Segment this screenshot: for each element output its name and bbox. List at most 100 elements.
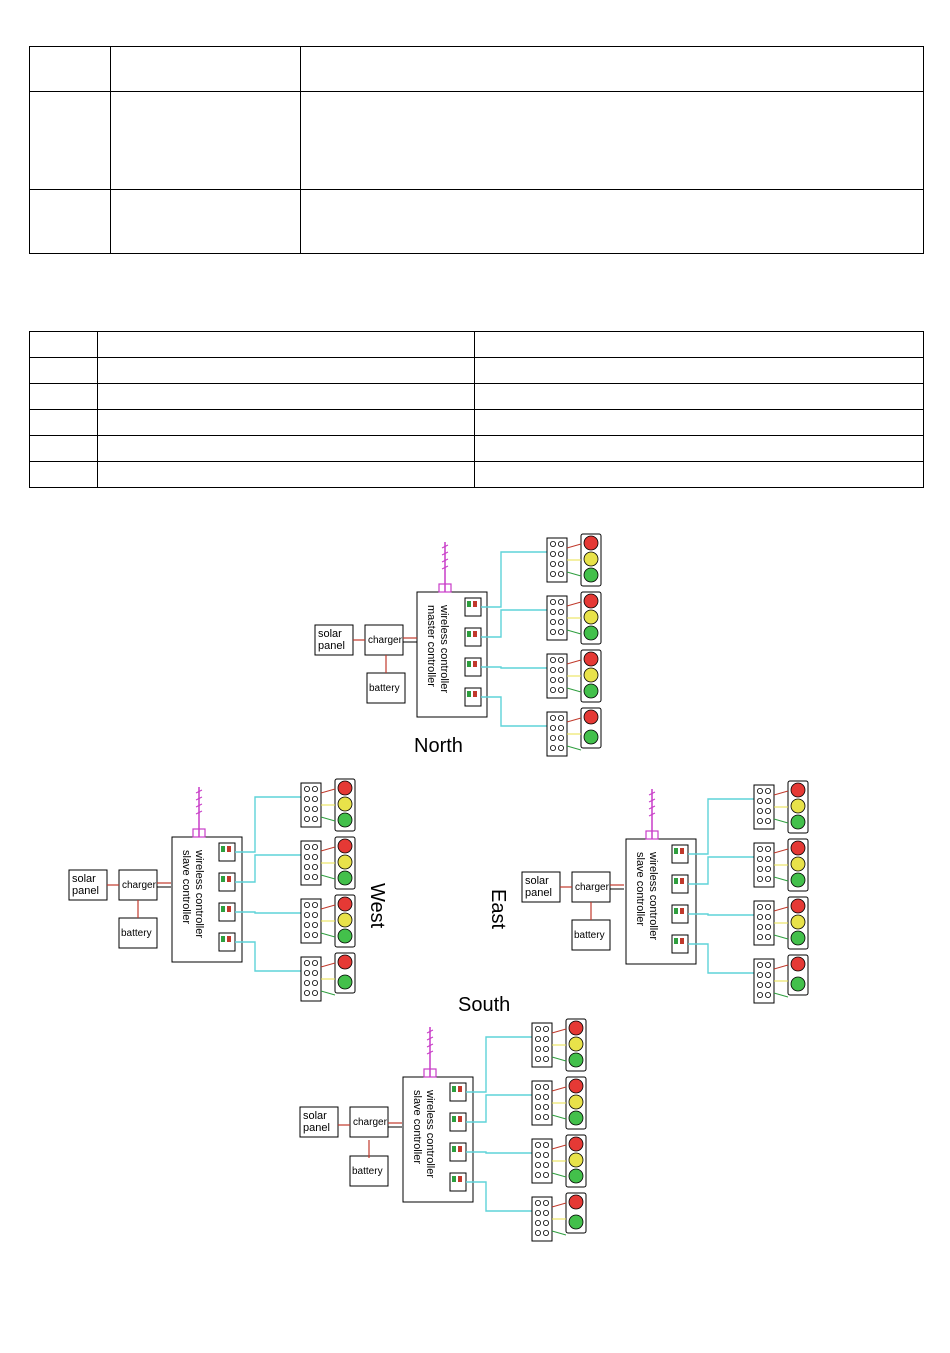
table-cell bbox=[300, 46, 924, 92]
output-port-terminal bbox=[467, 601, 471, 607]
terminal-screw bbox=[542, 1104, 549, 1111]
terminal-screw bbox=[756, 807, 763, 814]
terminal-screw bbox=[534, 1171, 541, 1178]
terminal-screw bbox=[756, 846, 763, 853]
terminal-screw bbox=[303, 979, 310, 986]
terminal-screw bbox=[756, 971, 763, 978]
table-cell bbox=[97, 461, 475, 488]
terminal-block bbox=[753, 958, 775, 1004]
signal-lamp bbox=[568, 1094, 584, 1110]
terminal-screw bbox=[542, 1025, 549, 1032]
wire-control bbox=[466, 1151, 532, 1154]
wire-lamp bbox=[320, 846, 336, 852]
terminal-screw bbox=[756, 904, 763, 911]
terminal-screw bbox=[303, 989, 310, 996]
terminal-screw bbox=[542, 1229, 549, 1236]
terminal-screw bbox=[764, 991, 771, 998]
wire-control bbox=[688, 798, 754, 855]
signal-lamp bbox=[568, 1078, 584, 1094]
output-port-terminal bbox=[458, 1116, 462, 1122]
signal-lamp bbox=[568, 1052, 584, 1068]
signal-lamp bbox=[337, 870, 353, 886]
wire-lamp bbox=[551, 1144, 567, 1150]
terminal-screw bbox=[542, 1035, 549, 1042]
terminal-screw bbox=[557, 571, 564, 578]
terminal-screw bbox=[311, 902, 318, 909]
signal-lamp bbox=[583, 567, 599, 583]
battery-label: battery bbox=[352, 1166, 383, 1177]
wire-lamp bbox=[320, 816, 336, 822]
terminal-screw bbox=[549, 714, 556, 721]
table-cell bbox=[474, 357, 924, 384]
terminal-screw bbox=[549, 657, 556, 664]
signal-lamp bbox=[790, 872, 806, 888]
battery-label: battery bbox=[121, 928, 152, 939]
wire-lamp bbox=[773, 992, 789, 998]
controller-label: wireless controller bbox=[647, 851, 659, 940]
terminal-screw bbox=[764, 787, 771, 794]
terminal-screw bbox=[549, 599, 556, 606]
wire-lamp bbox=[320, 962, 336, 968]
solar-panel-label: solar bbox=[318, 628, 342, 640]
output-port-terminal bbox=[221, 846, 225, 852]
terminal-screw bbox=[557, 714, 564, 721]
signal-lamp bbox=[790, 856, 806, 872]
controller-label: master controller bbox=[425, 605, 437, 687]
terminal-screw bbox=[756, 876, 763, 883]
output-port-terminal bbox=[227, 906, 231, 912]
wire-control bbox=[466, 1094, 532, 1123]
controller-label: wireless controller bbox=[424, 1089, 436, 1178]
pedestrian-lamp bbox=[337, 954, 353, 970]
terminal-screw bbox=[534, 1229, 541, 1236]
terminal-screw bbox=[557, 609, 564, 616]
signal-lamp bbox=[568, 1168, 584, 1184]
terminal-screw bbox=[542, 1114, 549, 1121]
wire-lamp bbox=[773, 790, 789, 796]
wire-lamp bbox=[773, 876, 789, 882]
terminal-screw bbox=[311, 969, 318, 976]
terminal-screw bbox=[549, 550, 556, 557]
terminal-screw bbox=[756, 856, 763, 863]
terminal-screw bbox=[311, 795, 318, 802]
terminal-screw bbox=[311, 911, 318, 918]
terminal-screw bbox=[303, 902, 310, 909]
wire-lamp bbox=[566, 659, 582, 665]
pedestrian-lamp bbox=[568, 1214, 584, 1230]
output-port-terminal bbox=[674, 938, 678, 944]
output-port-terminal bbox=[227, 936, 231, 942]
terminal-screw bbox=[764, 866, 771, 873]
controller-label: wireless controller bbox=[438, 604, 450, 693]
wire-lamp bbox=[773, 906, 789, 912]
antenna-element bbox=[441, 565, 449, 570]
wire-control bbox=[481, 609, 547, 638]
wire-lamp bbox=[566, 571, 582, 577]
terminal-screw bbox=[756, 961, 763, 968]
wire-lamp bbox=[320, 932, 336, 938]
wire-lamp bbox=[773, 818, 789, 824]
wire-control bbox=[688, 856, 754, 885]
spec-table-top bbox=[29, 46, 924, 254]
table-cell bbox=[29, 189, 111, 254]
wire-lamp bbox=[566, 601, 582, 607]
wire-lamp bbox=[320, 874, 336, 880]
signal-lamp bbox=[583, 609, 599, 625]
antenna-element bbox=[195, 810, 203, 815]
table-cell bbox=[29, 383, 98, 410]
output-port-terminal bbox=[680, 908, 684, 914]
terminal-screw bbox=[534, 1199, 541, 1206]
signal-lamp bbox=[790, 798, 806, 814]
battery-box bbox=[118, 917, 158, 949]
table-cell bbox=[97, 357, 475, 384]
signal-lamp bbox=[568, 1036, 584, 1052]
terminal-screw bbox=[534, 1084, 541, 1091]
output-port-terminal bbox=[227, 846, 231, 852]
antenna-element bbox=[441, 558, 449, 563]
charger-label: charger bbox=[122, 880, 157, 891]
antenna-base bbox=[423, 1068, 437, 1078]
table-cell bbox=[110, 189, 301, 254]
controller-label: slave controller bbox=[411, 1090, 423, 1164]
solar-panel-label: panel bbox=[525, 887, 552, 899]
terminal-screw bbox=[534, 1094, 541, 1101]
solar-panel-box bbox=[68, 869, 108, 901]
